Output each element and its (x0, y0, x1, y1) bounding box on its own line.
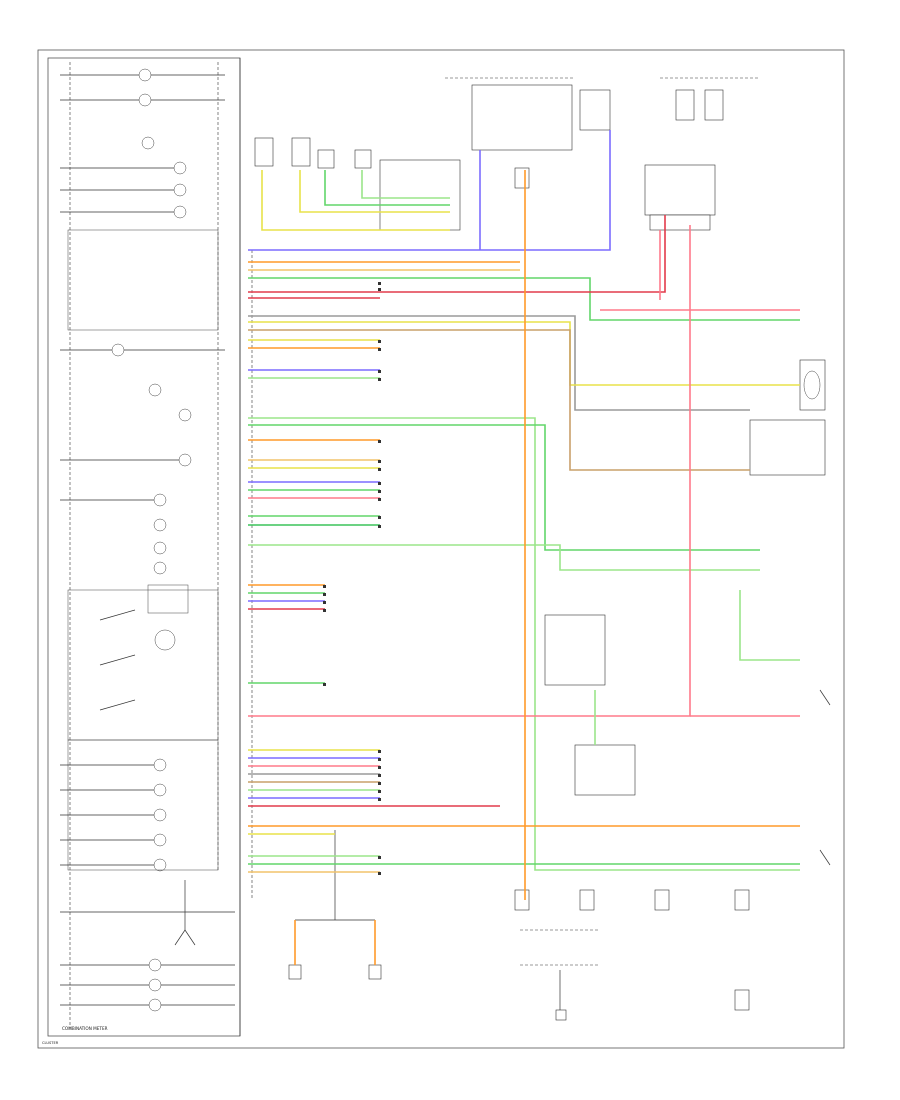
cluster-label: CLUSTER (42, 1041, 59, 1045)
right-components (514, 359, 831, 1021)
top-components (254, 77, 760, 231)
diagram-frame (37, 49, 845, 1049)
wire-harness (248, 130, 800, 965)
cluster-panel (47, 57, 241, 1037)
bottom-sensors (288, 830, 382, 980)
connector-pins (323, 282, 381, 875)
cluster-title: COMBINATION METER (62, 1026, 108, 1031)
cluster-indicators (60, 68, 235, 1012)
